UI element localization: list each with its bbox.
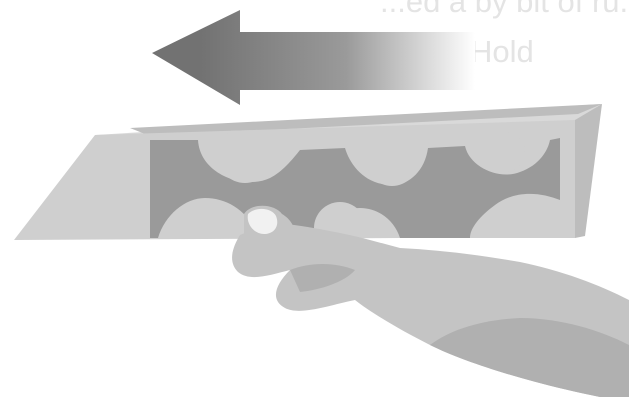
plane-right-edge: [575, 104, 602, 238]
left-arrow-icon: [152, 10, 475, 105]
show-through-text-line-2: Hold: [470, 34, 534, 69]
show-through-text-line-1: ...ed a by bit of ru...: [380, 0, 629, 19]
